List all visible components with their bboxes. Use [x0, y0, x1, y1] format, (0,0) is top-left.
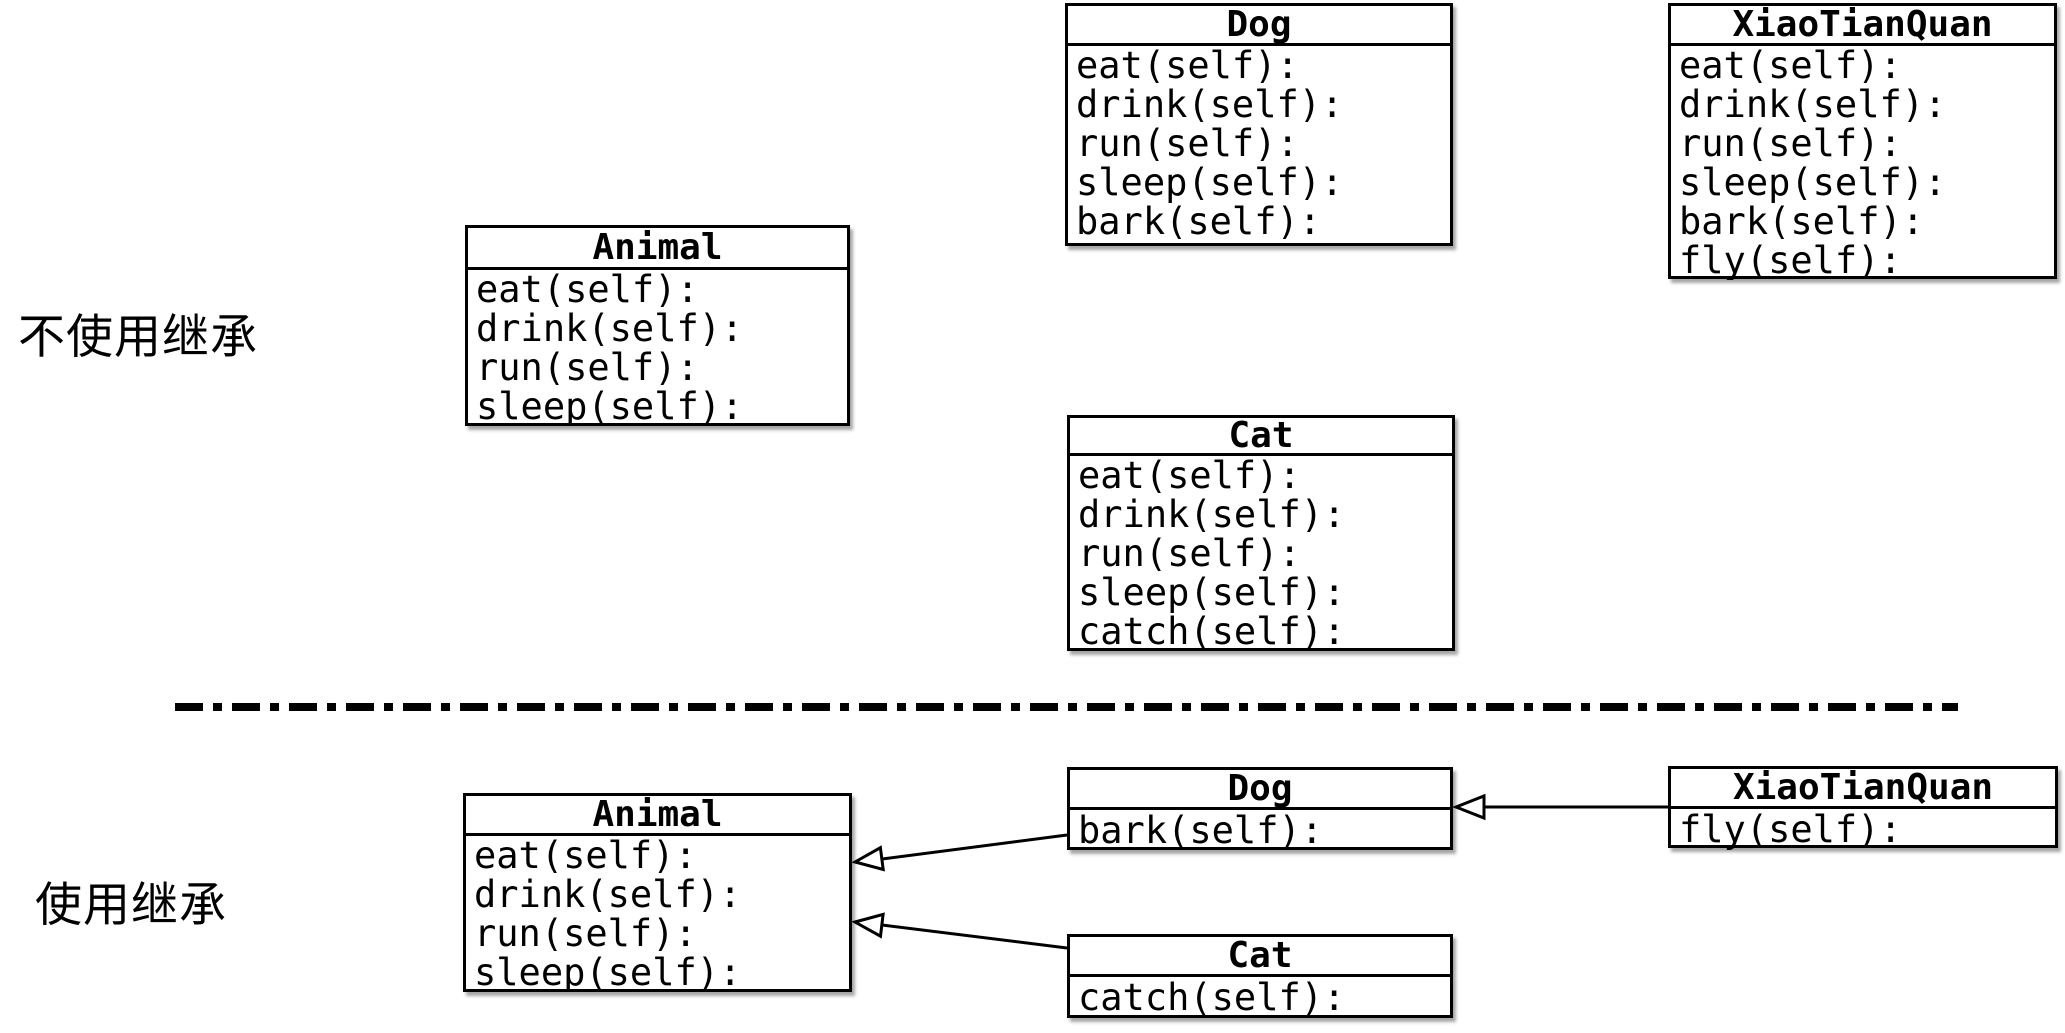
class-box-cat-bottom: Cat catch(self):: [1067, 934, 1453, 1018]
class-box-xiaotianquan-top: XiaoTianQuan eat(self): drink(self): run…: [1668, 3, 2057, 280]
method-row: run(self):: [476, 346, 699, 389]
method-row: drink(self):: [1076, 83, 1344, 126]
class-box-dog-top: Dog eat(self): drink(self): run(self): s…: [1065, 3, 1453, 246]
inheritance-arrow-dog-to-animal: [851, 833, 1068, 872]
method-row: drink(self):: [474, 873, 742, 916]
class-box-cat-top: Cat eat(self): drink(self): run(self): s…: [1067, 415, 1455, 651]
class-box-dog-bottom: Dog bark(self):: [1067, 767, 1453, 851]
method-row: fly(self):: [1679, 809, 1902, 850]
method-row: run(self):: [1078, 532, 1301, 575]
class-methods: eat(self): drink(self): run(self): sleep…: [468, 270, 847, 426]
method-row: fly(self):: [1679, 239, 1902, 280]
method-row: bark(self):: [1679, 200, 1925, 243]
method-row: drink(self):: [1078, 493, 1346, 536]
method-row: eat(self):: [1679, 46, 1902, 87]
section-label-with-inheritance: 使用继承: [35, 878, 227, 931]
class-methods: catch(self):: [1070, 977, 1450, 1018]
section-label-no-inheritance: 不使用继承: [18, 310, 258, 363]
inheritance-arrow-cat-to-animal: [851, 912, 1068, 950]
method-row: eat(self):: [474, 836, 697, 877]
class-methods: eat(self): drink(self): run(self): sleep…: [1068, 46, 1450, 241]
class-title: Cat: [1070, 937, 1450, 977]
class-methods: eat(self): drink(self): run(self): sleep…: [1070, 456, 1452, 651]
method-row: sleep(self):: [1078, 571, 1346, 614]
inheritance-arrow-xiaotianquan-to-dog: [1451, 793, 1668, 821]
method-row: drink(self):: [476, 307, 744, 350]
class-box-animal-top: Animal eat(self): drink(self): run(self)…: [465, 225, 850, 426]
class-methods: eat(self): drink(self): run(self): sleep…: [1671, 46, 2054, 280]
method-row: run(self):: [474, 912, 697, 955]
method-row: eat(self):: [476, 270, 699, 311]
method-row: bark(self):: [1076, 200, 1322, 241]
method-row: drink(self):: [1679, 83, 1947, 126]
method-row: catch(self):: [1078, 610, 1346, 651]
method-row: sleep(self):: [1076, 161, 1344, 204]
method-row: run(self):: [1076, 122, 1299, 165]
class-methods: eat(self): drink(self): run(self): sleep…: [466, 836, 849, 992]
class-title: Animal: [466, 796, 849, 836]
method-row: sleep(self):: [1679, 161, 1947, 204]
class-methods: fly(self):: [1671, 809, 2055, 850]
method-row: catch(self):: [1078, 977, 1346, 1018]
method-row: eat(self):: [1078, 456, 1301, 497]
method-row: sleep(self):: [476, 385, 744, 426]
class-title: Dog: [1068, 6, 1450, 46]
class-title: XiaoTianQuan: [1671, 6, 2054, 46]
class-box-animal-bottom: Animal eat(self): drink(self): run(self)…: [463, 793, 852, 992]
method-row: bark(self):: [1078, 810, 1324, 851]
class-box-xiaotianquan-bottom: XiaoTianQuan fly(self):: [1668, 766, 2058, 850]
class-title: Dog: [1070, 770, 1450, 810]
class-methods: bark(self):: [1070, 810, 1450, 851]
method-row: eat(self):: [1076, 46, 1299, 87]
class-title: Animal: [468, 228, 847, 270]
class-title: XiaoTianQuan: [1671, 769, 2055, 809]
class-title: Cat: [1070, 418, 1452, 456]
method-row: sleep(self):: [474, 951, 742, 992]
method-row: run(self):: [1679, 122, 1902, 165]
